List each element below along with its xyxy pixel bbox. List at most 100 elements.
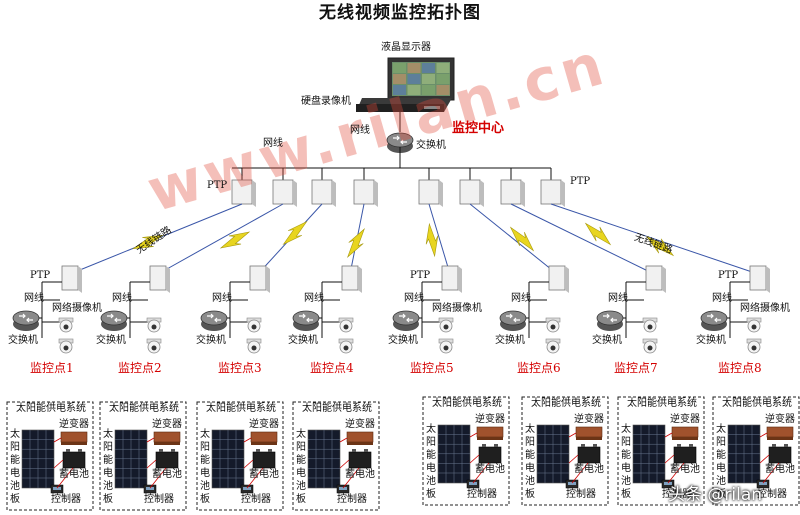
battery-label-5: 蓄电池 [475, 464, 505, 475]
battery-icon-3 [252, 449, 276, 469]
solar-panel-icon-8 [727, 424, 761, 484]
controller-icon-1 [50, 484, 64, 494]
network-camera-icon-4a [338, 317, 354, 333]
controller-label-1: 控制器 [51, 494, 81, 505]
network-camera-icon-1b [58, 338, 74, 354]
solar-panel-label-5: 太阳能电池板 [426, 424, 436, 500]
wireless-link-5 [428, 203, 451, 275]
battery-label-8: 蓄电池 [765, 464, 795, 475]
inverter-icon-2 [153, 431, 181, 445]
solar-panel-label-6: 太阳能电池板 [525, 424, 535, 500]
inverter-icon-7 [671, 426, 699, 440]
lightning-icon-7 [584, 222, 612, 246]
inverter-icon-4 [346, 431, 374, 445]
site-ptp-antenna-4 [341, 265, 362, 293]
controller-icon-4 [336, 484, 350, 494]
solar-system-box-6 [521, 396, 609, 506]
site-switch-icon-5 [392, 310, 420, 331]
lightning-icon-2 [219, 231, 251, 249]
network-camera-icon-4b [338, 338, 354, 354]
network-camera-icon-8b [746, 338, 762, 354]
nvr-label: 硬盘录像机 [301, 96, 351, 107]
center-switch-icon [386, 132, 414, 153]
solar-title-6: 太阳能供电系统 [531, 398, 601, 409]
solar-panel-label-8: 太阳能电池板 [716, 424, 726, 500]
network-camera-icon-2b [146, 338, 162, 354]
lightning-icon-5 [425, 222, 439, 258]
inverter-label-4: 逆变器 [345, 419, 375, 430]
site-switch-icon-2 [100, 310, 128, 331]
solar-panel-icon-1 [21, 429, 55, 489]
solar-system-box-8 [712, 396, 800, 506]
site-cable-label-4: 网线 [304, 293, 324, 304]
site-switch-label-6: 交换机 [495, 335, 525, 346]
battery-icon-4 [348, 449, 372, 469]
backbone-cable-label: 网线 [263, 138, 283, 149]
controller-icon-2 [143, 484, 157, 494]
battery-icon-8 [768, 444, 792, 464]
site-cable-label-8: 网线 [712, 293, 732, 304]
network-camera-icon-3a [246, 317, 262, 333]
center-cable-label: 网线 [350, 125, 370, 136]
wireless-link-7 [510, 203, 655, 275]
battery-label-4: 蓄电池 [345, 469, 375, 480]
inverter-icon-6 [575, 426, 603, 440]
inverter-label-2: 逆变器 [152, 419, 182, 430]
site-ptp-antenna-6 [548, 265, 569, 293]
network-camera-icon-5b [438, 338, 454, 354]
solar-system-box-1 [6, 401, 94, 511]
diagram-title: 无线视频监控拓扑图 [319, 3, 481, 23]
controller-icon-8 [756, 479, 770, 489]
network-camera-icon-3b [246, 338, 262, 354]
solar-system-box-3 [196, 401, 284, 511]
battery-label-2: 蓄电池 [152, 469, 182, 480]
network-camera-icon-6a [545, 317, 561, 333]
solar-panel-icon-5 [437, 424, 471, 484]
site-ptp-antenna-7 [645, 265, 666, 293]
site-name-4: 监控点4 [310, 361, 354, 375]
inverter-icon-3 [250, 431, 278, 445]
site-name-8: 监控点8 [718, 361, 762, 375]
site-switch-icon-6 [499, 310, 527, 331]
site-ptp-label-5: PTP [410, 270, 431, 281]
site-ptp-antenna-2 [149, 265, 170, 293]
solar-panel-icon-7 [632, 424, 666, 484]
controller-label-2: 控制器 [144, 494, 174, 505]
solar-panel-label-2: 太阳能电池板 [103, 429, 113, 505]
solar-title-3: 太阳能供电系统 [206, 403, 276, 414]
controller-icon-7 [661, 479, 675, 489]
network-camera-icon-2a [146, 317, 162, 333]
site-cable-label-2: 网线 [112, 293, 132, 304]
solar-panel-label-3: 太阳能电池板 [200, 429, 210, 505]
solar-title-1: 太阳能供电系统 [16, 403, 86, 414]
site-camera-label-5: 网络摄像机 [432, 303, 482, 314]
site-switch-icon-7 [596, 310, 624, 331]
site-switch-label-3: 交换机 [196, 335, 226, 346]
site-name-3: 监控点3 [218, 361, 262, 375]
site-name-7: 监控点7 [614, 361, 658, 375]
site-switch-label-5: 交换机 [388, 335, 418, 346]
controller-label-5: 控制器 [467, 489, 497, 500]
inverter-icon-5 [476, 426, 504, 440]
lightning-icon-4 [347, 228, 365, 258]
controller-label-6: 控制器 [566, 489, 596, 500]
site-ptp-antenna-8 [749, 265, 770, 293]
inverter-label-1: 逆变器 [59, 419, 89, 430]
center-ptp-antenna-5 [418, 179, 443, 207]
inverter-label-8: 逆变器 [765, 414, 795, 425]
site-switch-icon-8 [700, 310, 728, 331]
wireless-link-6 [469, 203, 558, 275]
solar-panel-label-4: 太阳能电池板 [296, 429, 306, 505]
nvr-device [356, 98, 452, 112]
solar-title-8: 太阳能供电系统 [722, 398, 792, 409]
solar-title-7: 太阳能供电系统 [627, 398, 697, 409]
battery-label-1: 蓄电池 [59, 469, 89, 480]
controller-label-4: 控制器 [337, 494, 367, 505]
battery-icon-5 [478, 444, 502, 464]
battery-label-7: 蓄电池 [670, 464, 700, 475]
center-ptp-antenna-8 [540, 179, 565, 207]
battery-icon-1 [62, 449, 86, 469]
site-ptp-label-1: PTP [30, 270, 51, 281]
